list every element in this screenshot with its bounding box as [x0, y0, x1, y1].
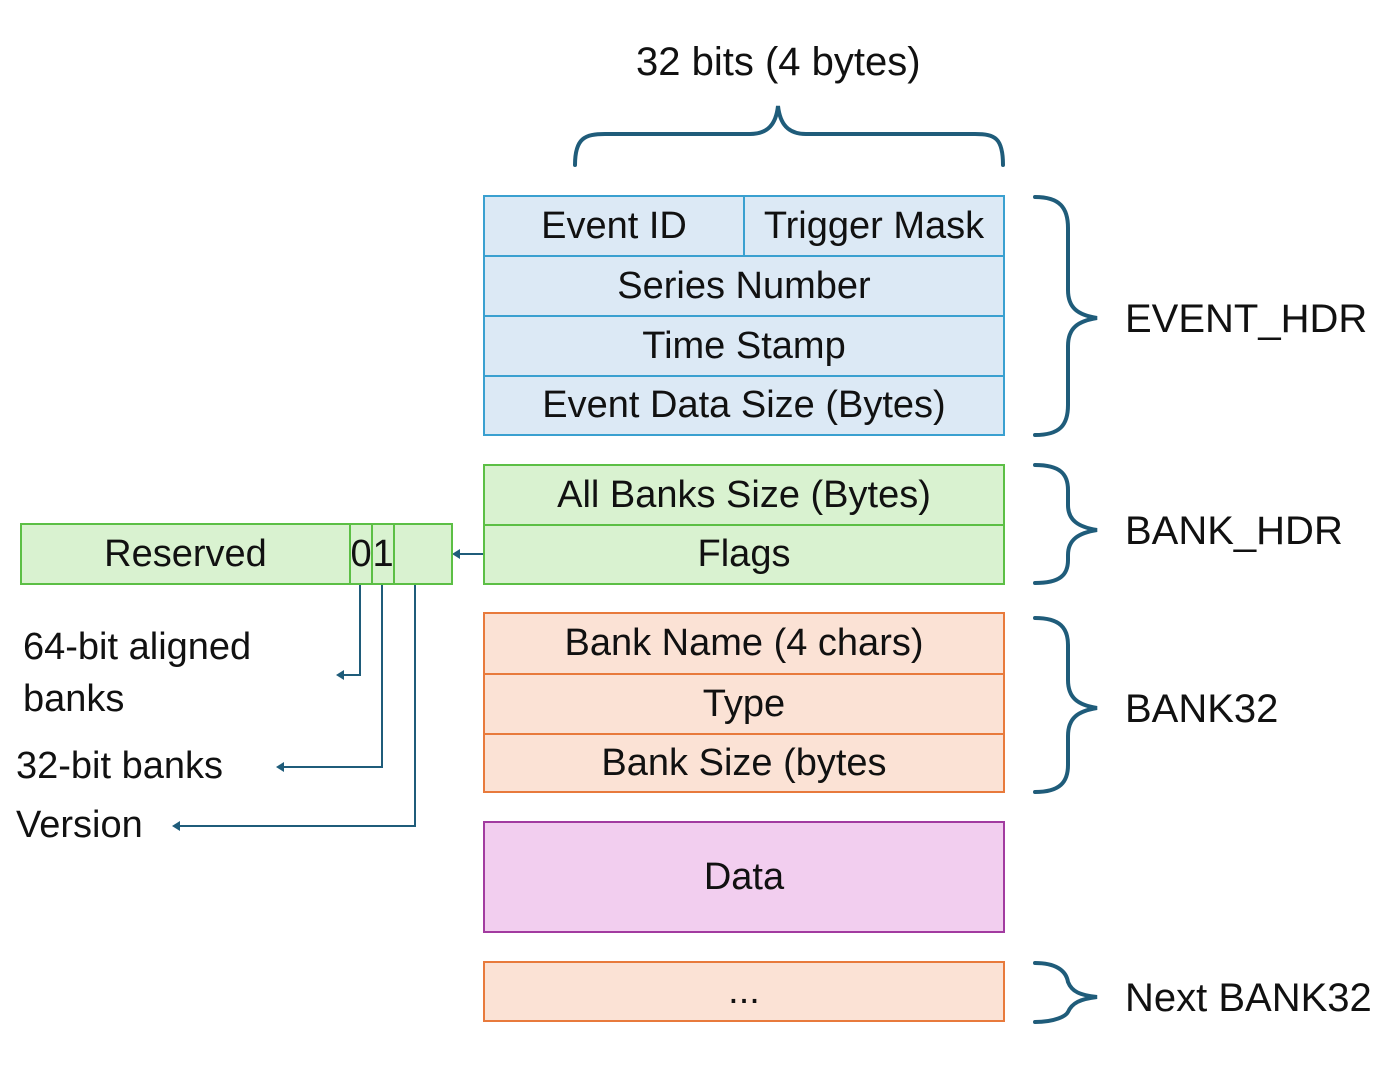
flags-text: Flags	[697, 533, 791, 575]
bank32-brace	[1033, 616, 1098, 794]
version-note: Version	[16, 804, 143, 846]
bank-size-text: Bank Size (bytes	[601, 741, 887, 784]
bit1-arrowhead	[276, 762, 284, 772]
bank-name-text: Bank Name (4 chars)	[564, 622, 924, 664]
flag-bit1-cell: 1	[371, 523, 395, 585]
flags-cell: Flags	[483, 524, 1005, 585]
aligned-banks-note: 64-bit aligned banks	[23, 621, 251, 726]
data-text: Data	[703, 855, 785, 898]
bank-size-cell: Bank Size (bytes	[483, 733, 1005, 793]
time-stamp-cell: Time Stamp	[483, 315, 1005, 377]
flag-version-cell	[393, 523, 453, 585]
aligned-banks-note-line2: banks	[23, 678, 125, 721]
time-stamp-text: Time Stamp	[642, 324, 846, 367]
next-bank-cell: ...	[483, 961, 1005, 1022]
event-data-size-text: Event Data Size (Bytes)	[542, 384, 946, 426]
32bit-banks-note: 32-bit banks	[16, 745, 224, 787]
bank32-label: BANK32	[1125, 687, 1279, 731]
trigger-mask-text: Trigger Mask	[763, 204, 985, 247]
reserved-text: Reserved	[104, 532, 267, 575]
series-number-text: Series Number	[617, 264, 871, 307]
bit0-arrowhead	[336, 670, 344, 680]
next-bank-label: Next BANK32	[1125, 976, 1372, 1020]
event-id-text: Event ID	[541, 204, 687, 247]
version-leader	[176, 584, 416, 827]
bank-hdr-label: BANK_HDR	[1125, 509, 1343, 553]
aligned-banks-note-line1: 64-bit aligned	[23, 626, 252, 668]
word-width-label: 32 bits (4 bytes)	[636, 40, 921, 84]
next-bank-brace	[1033, 961, 1098, 1024]
type-cell: Type	[483, 673, 1005, 735]
version-arrowhead	[172, 821, 180, 831]
event-hdr-brace	[1033, 195, 1098, 437]
bank-hdr-brace	[1033, 463, 1098, 585]
event-id-cell: Event ID	[483, 195, 745, 257]
flags-arrowhead	[452, 549, 460, 559]
width-brace	[573, 105, 1005, 167]
trigger-mask-cell: Trigger Mask	[743, 195, 1005, 257]
bit0-leader	[340, 584, 361, 676]
flag-bit1-text: 1	[372, 532, 394, 575]
data-cell: Data	[483, 821, 1005, 933]
flag-bit0-text: 0	[350, 532, 372, 575]
flag-bit0-cell: 0	[349, 523, 373, 585]
all-banks-size-cell: All Banks Size (Bytes)	[483, 464, 1005, 526]
event-hdr-label: EVENT_HDR	[1125, 297, 1368, 341]
event-data-size-cell: Event Data Size (Bytes)	[483, 375, 1005, 436]
reserved-cell: Reserved	[20, 523, 351, 585]
series-number-cell: Series Number	[483, 255, 1005, 317]
type-text: Type	[702, 682, 786, 725]
bit1-leader	[280, 584, 383, 768]
bank-name-cell: Bank Name (4 chars)	[483, 612, 1005, 675]
all-banks-size-text: All Banks Size (Bytes)	[557, 473, 931, 516]
next-bank-ellipsis: ...	[728, 970, 760, 1012]
